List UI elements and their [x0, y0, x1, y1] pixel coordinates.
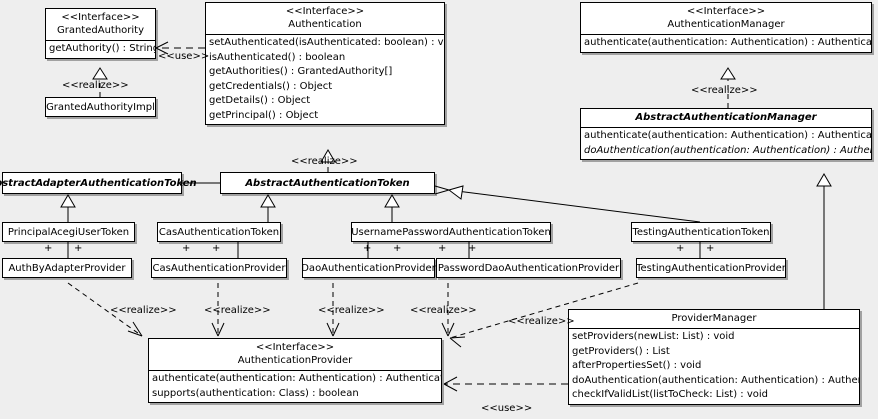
operation: getCredentials() : Object	[209, 80, 333, 92]
class-name: TestingAuthenticationProvider	[636, 262, 786, 274]
class-abstract-authentication-token[interactable]: AbstractAuthenticationToken	[220, 172, 435, 194]
class-provider-manager[interactable]: ProviderManager setProviders(newList: Li…	[568, 309, 860, 405]
class-testing-authentication-provider[interactable]: TestingAuthenticationProvider	[636, 258, 786, 278]
class-principal-acegi-user-token[interactable]: PrincipalAcegiUserToken	[2, 222, 135, 242]
edge-label-realize-abstractauthenticationtoken: <<realize>>	[291, 156, 358, 167]
edge-label-realize-authbyadapterprovider: <<realize>>	[110, 305, 177, 316]
edge-label-realize-abstractauthenticationmanager: <<realize>>	[691, 85, 758, 96]
operation: getAuthority() : String	[49, 43, 155, 54]
operation: checkIfValidList(listToCheck: List) : vo…	[572, 389, 769, 400]
operation: getDetails() : Object	[209, 95, 311, 106]
operation: doAuthentication(authentication: Authent…	[584, 144, 871, 156]
operation: getProviders() : List	[572, 345, 670, 357]
class-name: ProviderManager	[671, 313, 757, 324]
operation: isAuthenticated() : boolean	[209, 51, 346, 63]
edge-label-realize-testingauthenticationprovider: <<realize>>	[508, 316, 575, 327]
class-name: GrantedAuthority	[56, 25, 145, 36]
association-end-plus: +	[468, 243, 477, 254]
operation: afterPropertiesSet() : void	[572, 360, 702, 371]
operations-compartment: setAuthenticated(isAuthenticated: boolea…	[206, 34, 444, 124]
class-auth-by-adapter-provider[interactable]: AuthByAdapterProvider	[2, 258, 132, 278]
class-name: AuthenticationManager	[667, 19, 785, 30]
class-dao-authentication-provider[interactable]: DaoAuthenticationProvider	[301, 258, 436, 278]
class-name: AuthByAdapterProvider	[8, 262, 126, 274]
association-end-plus: +	[212, 243, 221, 254]
operations-compartment: setProviders(newList: List) : void getPr…	[569, 328, 859, 404]
association-end-plus: +	[393, 243, 402, 254]
edge-label-realize-grantedauthorityimpl: <<realize>>	[62, 80, 129, 91]
edge-label-realize-daoauthenticationprovider: <<realize>>	[318, 305, 385, 316]
class-header: AbstractAuthenticationManager	[581, 109, 871, 127]
class-name: TestingAuthenticationToken	[632, 226, 770, 238]
class-password-dao-authentication-provider[interactable]: PasswordDaoAuthenticationProvider	[436, 258, 621, 278]
operation: supports(authentication: Class) : boolea…	[152, 387, 359, 399]
stereotype-label: <<Interface>>	[285, 6, 365, 17]
edge-label-use-authentication-grantedauthority: <<use>>	[158, 51, 210, 62]
operation: setAuthenticated(isAuthenticated: boolea…	[209, 37, 444, 48]
class-authentication-provider[interactable]: <<Interface>> AuthenticationProvider aut…	[148, 338, 442, 403]
class-name: PasswordDaoAuthenticationProvider	[437, 262, 620, 274]
class-authentication[interactable]: <<Interface>> Authentication setAuthenti…	[205, 2, 445, 125]
operation: getAuthorities() : GrantedAuthority[]	[209, 66, 393, 77]
class-testing-authentication-token[interactable]: TestingAuthenticationToken	[631, 222, 771, 242]
class-granted-authority[interactable]: <<Interface>> GrantedAuthority getAuthor…	[45, 8, 156, 59]
class-header: <<Interface>> AuthenticationProvider	[149, 339, 441, 370]
edge-label-realize-passworddaoauthenticationprovider: <<realize>>	[410, 305, 477, 316]
class-header: <<Interface>> AuthenticationManager	[581, 3, 871, 34]
association-end-plus: +	[74, 243, 83, 254]
edge-label-use-providermanager: <<use>>	[481, 403, 533, 414]
edge-label-realize-casauthenticationprovider: <<realize>>	[204, 305, 271, 316]
class-name: AuthenticationProvider	[237, 355, 353, 366]
operation: doAuthentication(authentication: Authent…	[572, 374, 859, 386]
stereotype-label: <<Interface>>	[686, 6, 766, 17]
stereotype-label: <<Interface>>	[255, 342, 335, 353]
association-end-plus: +	[363, 243, 372, 254]
class-header: ProviderManager	[569, 310, 859, 328]
operations-compartment: authenticate(authentication: Authenticat…	[581, 34, 871, 52]
association-end-plus: +	[44, 243, 53, 254]
class-abstract-adapter-authentication-token[interactable]: AbstractAdapterAuthenticationToken	[0, 172, 197, 194]
operation: getPrincipal() : Object	[209, 109, 319, 121]
class-cas-authentication-provider[interactable]: CasAuthenticationProvider	[151, 258, 287, 278]
class-name: UsernamePasswordAuthenticationToken	[351, 226, 551, 238]
operations-compartment: authenticate(authentication: Authenticat…	[581, 127, 871, 159]
class-authentication-manager[interactable]: <<Interface>> AuthenticationManager auth…	[580, 2, 872, 53]
class-header: <<Interface>> GrantedAuthority	[46, 9, 155, 40]
operations-compartment: getAuthority() : String	[46, 40, 155, 58]
class-name: CasAuthenticationToken	[158, 226, 280, 238]
class-name: CasAuthenticationProvider	[152, 262, 286, 274]
operation: setProviders(newList: List) : void	[572, 331, 735, 342]
class-cas-authentication-token[interactable]: CasAuthenticationToken	[157, 222, 281, 242]
class-name: GrantedAuthorityImpl	[46, 101, 155, 113]
class-name: AbstractAuthenticationManager	[635, 112, 817, 123]
class-header: <<Interface>> Authentication	[206, 3, 444, 34]
operation: authenticate(authentication: Authenticat…	[584, 37, 871, 48]
class-name: DaoAuthenticationProvider	[301, 262, 436, 274]
class-granted-authority-impl[interactable]: GrantedAuthorityImpl	[45, 97, 156, 117]
class-abstract-authentication-manager[interactable]: AbstractAuthenticationManager authentica…	[580, 108, 872, 160]
operation: authenticate(authentication: Authenticat…	[152, 373, 441, 384]
class-name: PrincipalAcegiUserToken	[7, 226, 130, 238]
operation: authenticate(authentication: Authenticat…	[584, 130, 871, 141]
class-username-password-authentication-token[interactable]: UsernamePasswordAuthenticationToken	[351, 222, 551, 242]
stereotype-label: <<Interface>>	[61, 12, 140, 23]
operations-compartment: authenticate(authentication: Authenticat…	[149, 370, 441, 402]
association-end-plus: +	[438, 243, 447, 254]
association-end-plus: +	[706, 243, 715, 254]
class-name: AbstractAdapterAuthenticationToken	[0, 177, 197, 189]
class-name: Authentication	[288, 19, 362, 30]
association-end-plus: +	[182, 243, 191, 254]
class-name: AbstractAuthenticationToken	[245, 177, 410, 189]
association-end-plus: +	[676, 243, 685, 254]
